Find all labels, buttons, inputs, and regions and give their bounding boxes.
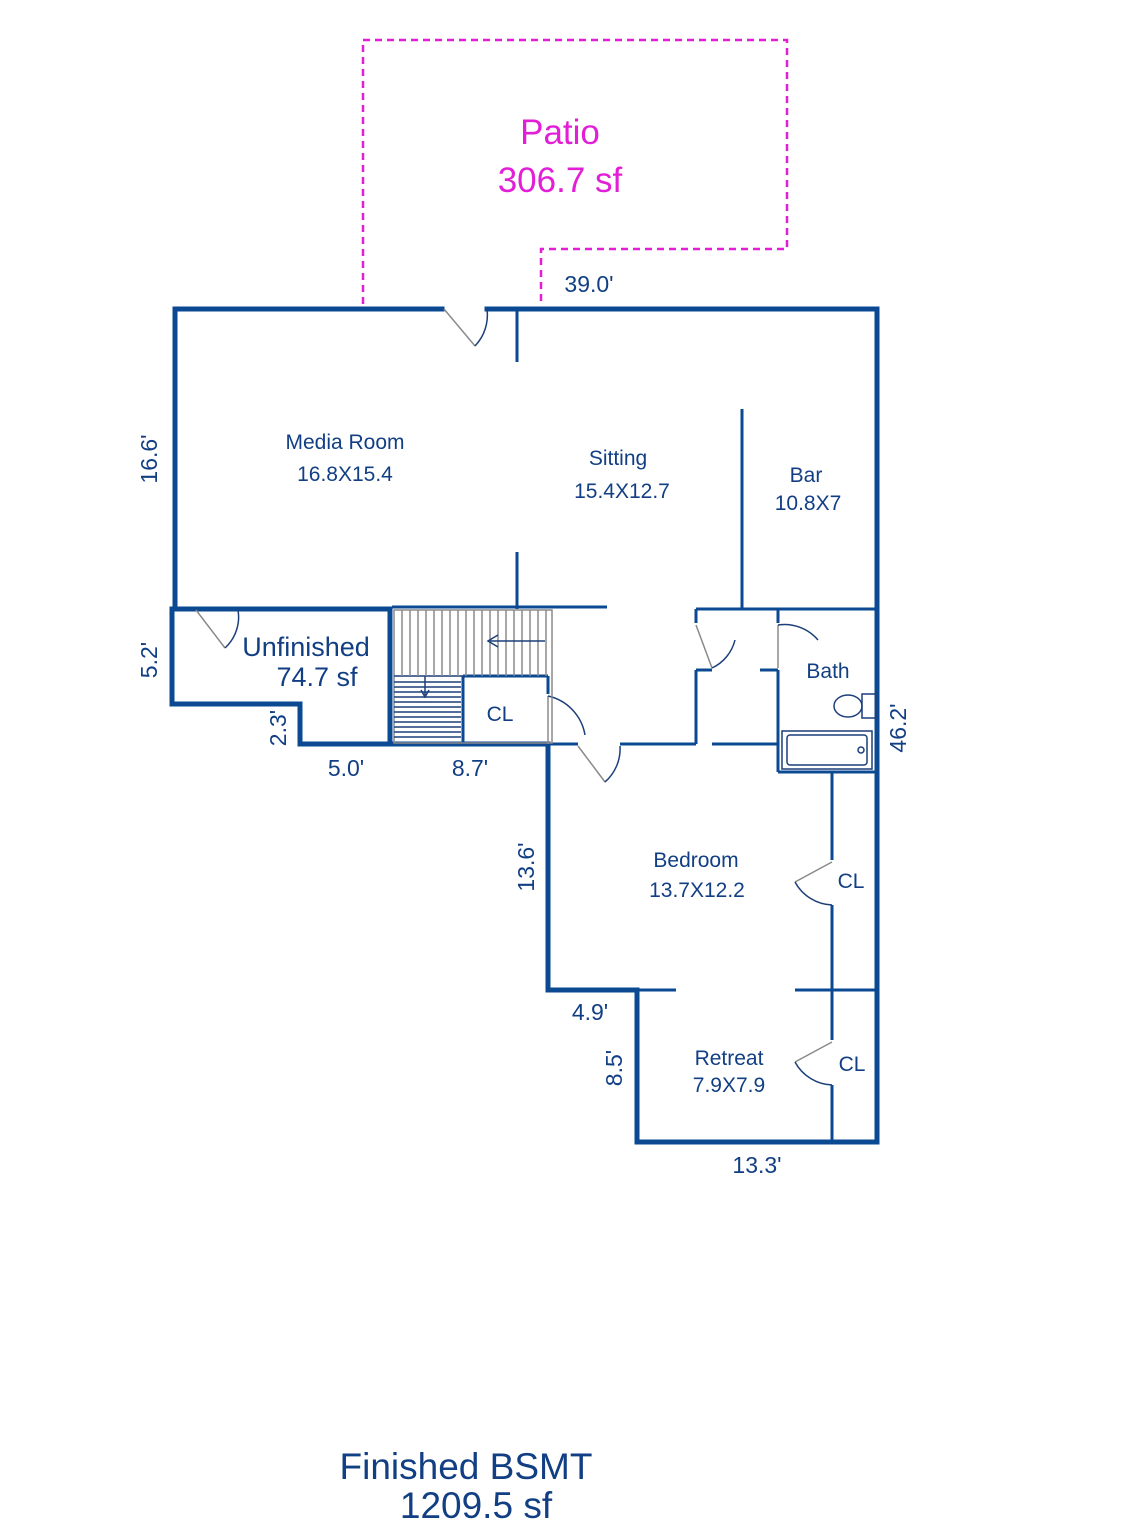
retreat-name: Retreat (695, 1047, 764, 1070)
dim-bottom: 13.3' (732, 1152, 781, 1178)
dim-retreat-left: 8.5' (601, 1050, 627, 1086)
toilet (833, 693, 877, 719)
dim-retreat-step: 4.9' (572, 999, 608, 1025)
dim-left-unfinished: 5.2' (136, 642, 162, 678)
dim-stair-bottom: 8.7' (452, 755, 488, 781)
media-room-name: Media Room (285, 431, 404, 454)
patio-name: Patio (520, 113, 600, 152)
media-room-size: 16.8X15.4 (297, 463, 393, 486)
dim-step-vertical: 2.3' (265, 710, 291, 746)
dim-bedroom-left: 13.6' (513, 842, 539, 891)
floor-title: Finished BSMT (340, 1446, 593, 1487)
bedroom-closet-door (794, 861, 833, 906)
retreat-closet-door (794, 1041, 833, 1086)
bedroom-name: Bedroom (653, 849, 738, 872)
unfinished-wall (172, 606, 393, 747)
retreat-size: 7.9X7.9 (693, 1074, 765, 1097)
sitting-name: Sitting (589, 447, 647, 470)
bath-door (777, 623, 819, 668)
bar-size: 10.8X7 (775, 492, 842, 515)
bedroom-door (577, 745, 621, 783)
stair-closet-label: CL (487, 703, 514, 726)
bathtub (781, 730, 873, 770)
patio-area: 306.7 sf (498, 161, 623, 200)
patio-outline (361, 38, 789, 304)
dim-left-upper: 16.6' (136, 434, 162, 483)
sitting-size: 15.4X12.7 (574, 480, 670, 503)
hall-closet-door (695, 624, 736, 669)
floor-area: 1209.5 sf (400, 1485, 553, 1526)
dim-step-horizontal: 5.0' (328, 755, 364, 781)
bath-name: Bath (806, 660, 849, 683)
stairs (393, 609, 553, 744)
bar-name: Bar (790, 464, 823, 487)
unfinished-area: 74.7 sf (276, 662, 358, 692)
retreat-closet-label: CL (839, 1053, 866, 1076)
stair-closet-door (547, 695, 586, 744)
patio-door (443, 308, 489, 347)
bedroom-size: 13.7X12.2 (649, 879, 745, 902)
unfinished-name: Unfinished (242, 632, 370, 662)
dim-right: 46.2' (885, 703, 911, 752)
bedroom-closet-label: CL (838, 870, 865, 893)
unfinished-door (195, 609, 240, 649)
dim-top: 39.0' (564, 271, 613, 297)
